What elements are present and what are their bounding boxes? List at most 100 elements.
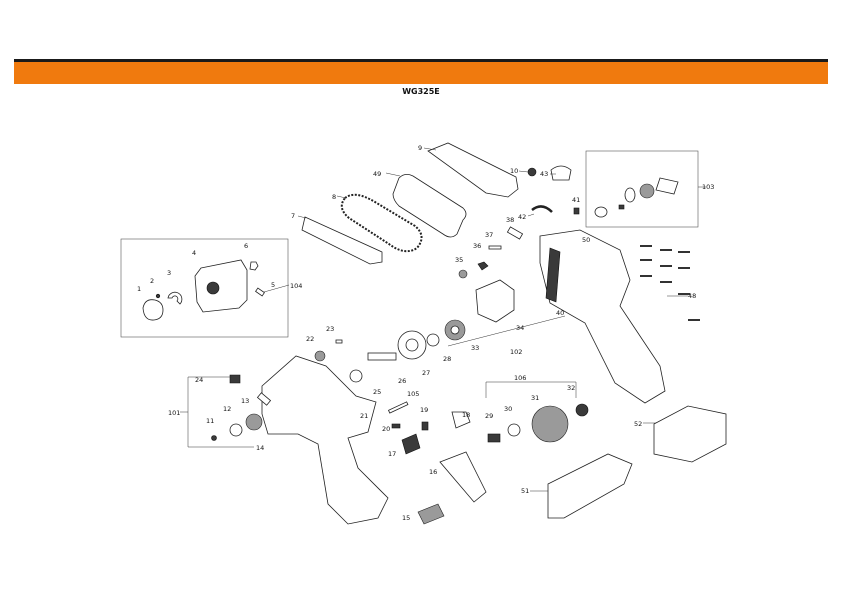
callout-49: 49	[373, 170, 381, 178]
part-28-washer	[426, 333, 440, 347]
callout-21: 21	[360, 412, 368, 420]
part-26-shaft	[367, 352, 397, 361]
callout-43: 43	[540, 170, 548, 178]
callout-102: 102	[510, 348, 522, 356]
part-17-trigger	[401, 433, 421, 455]
callout-19: 19	[420, 406, 428, 414]
callout-11: 11	[206, 417, 214, 425]
callout-25: 25	[373, 388, 381, 396]
part-43-knob	[550, 165, 572, 181]
part-5-pin	[255, 287, 265, 297]
callout-103: 103	[702, 183, 714, 191]
callout-24: 24	[195, 376, 203, 384]
callout-101: 101	[168, 409, 180, 417]
part-12-washer	[229, 423, 243, 437]
part-16-pcb	[439, 451, 487, 503]
header-rule	[14, 59, 828, 62]
part-10-ring	[527, 167, 537, 177]
callout-36: 36	[473, 242, 481, 250]
part-48-screws	[640, 245, 700, 321]
callout-15: 15	[402, 514, 410, 522]
part-2-screw	[155, 293, 161, 299]
part-101-left-housing	[261, 355, 389, 525]
part-103-washer	[624, 187, 636, 203]
callout-3: 3	[167, 269, 171, 277]
callout-38: 38	[506, 216, 514, 224]
callout-37: 37	[485, 231, 493, 239]
callout-10: 10	[510, 167, 518, 175]
callout-1: 1	[137, 285, 141, 293]
callout-52: 52	[634, 420, 642, 428]
callout-5: 5	[271, 281, 275, 289]
callout-14: 14	[256, 444, 264, 452]
part-103-gear	[639, 183, 655, 199]
part-35-nut	[458, 269, 468, 279]
leader-lines	[180, 147, 706, 492]
callout-13: 13	[241, 397, 249, 405]
callout-31: 31	[531, 394, 539, 402]
callout-33: 33	[471, 344, 479, 352]
assembly-box-104	[120, 238, 289, 338]
part-19-spring	[421, 421, 429, 431]
part-13-gear	[245, 413, 263, 431]
part-52-charger	[653, 405, 727, 463]
callout-22: 22	[306, 335, 314, 343]
callout-48: 48	[688, 292, 696, 300]
part-102-main-housing	[539, 229, 666, 404]
callout-30: 30	[504, 405, 512, 413]
part-36-nut	[477, 261, 489, 271]
chain-cover-group	[142, 259, 265, 321]
part-29-pinion	[487, 433, 501, 443]
part-37-pin	[488, 245, 502, 250]
callout-20: 20	[382, 425, 390, 433]
part-41-spring	[573, 207, 580, 215]
callout-17: 17	[388, 450, 396, 458]
part-11-screw	[211, 435, 217, 441]
part-3-clip	[167, 291, 183, 305]
part-7-guide-bar	[301, 216, 383, 265]
callout-51: 51	[521, 487, 529, 495]
tension-assembly-group	[594, 177, 679, 218]
callout-40: 40	[556, 309, 564, 317]
part-21-rod	[387, 401, 409, 414]
part-1-knob	[142, 299, 164, 321]
part-23-pin	[335, 339, 343, 344]
callout-41: 41	[572, 196, 580, 204]
callout-27: 27	[422, 369, 430, 377]
callout-8: 8	[332, 193, 336, 201]
header-band	[14, 62, 828, 84]
part-4-chain-cover	[194, 259, 248, 313]
part-31-motor	[531, 405, 569, 443]
callout-105: 105	[407, 390, 419, 398]
part-4-hub	[206, 281, 220, 295]
callout-7: 7	[291, 212, 295, 220]
callout-35: 35	[455, 256, 463, 264]
callout-12: 12	[223, 405, 231, 413]
callout-29: 29	[485, 412, 493, 420]
part-15-terminal	[417, 503, 445, 525]
callout-9: 9	[418, 144, 422, 152]
part-18-switch	[451, 411, 471, 429]
part-103-plate	[655, 177, 679, 195]
callout-23: 23	[326, 325, 334, 333]
part-20-spring	[391, 423, 401, 429]
part-25-washer	[349, 369, 363, 383]
part-49-scabbard	[392, 174, 467, 238]
part-32-fan	[575, 403, 589, 417]
callout-42: 42	[518, 213, 526, 221]
part-38-clip	[506, 226, 524, 240]
part-103-ring	[594, 206, 608, 218]
callout-104: 104	[290, 282, 302, 290]
part-103-screw	[618, 204, 625, 210]
callout-28: 28	[443, 355, 451, 363]
part-24-screw	[229, 374, 241, 384]
part-30-washer	[507, 423, 521, 437]
callout-18: 18	[462, 411, 470, 419]
callout-106: 106	[514, 374, 526, 382]
part-42-hose	[531, 205, 553, 213]
part-9-cover-arm	[427, 142, 519, 198]
callout-6: 6	[244, 242, 248, 250]
callout-32: 32	[567, 384, 575, 392]
callout-labels: 1 2 3 4 5 6 7 8 9 10 11 12 13 14 15 16 1…	[137, 144, 714, 522]
